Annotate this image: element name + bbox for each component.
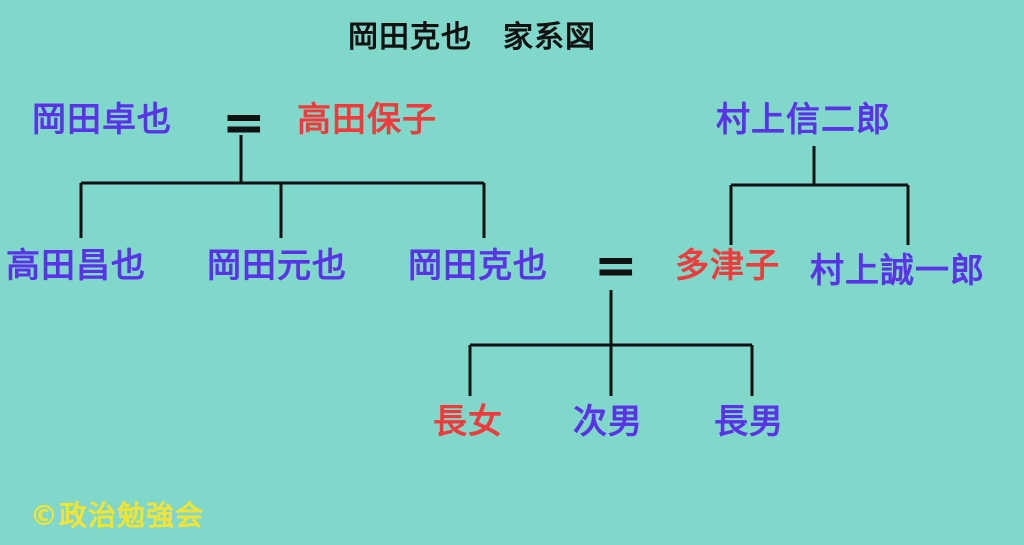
child-second-son: 次男 [573, 402, 643, 442]
marriage-symbol: = [594, 236, 639, 296]
person-okada-motoya: 岡田元也 [207, 246, 347, 286]
person-okada-takuya: 岡田卓也 [32, 100, 172, 140]
person-takada-yasuko: 高田保子 [297, 100, 437, 140]
person-murakami-shinjiro: 村上信二郎 [716, 100, 891, 140]
person-murakami-seiichiro: 村上誠一郎 [810, 251, 985, 291]
child-eldest-son: 長男 [714, 402, 784, 442]
marriage-symbol: = [222, 93, 267, 153]
person-tatsuko: 多津子 [675, 246, 780, 286]
diagram-title: 岡田克也 家系図 [348, 20, 596, 55]
child-eldest-daughter: 長女 [433, 402, 503, 442]
person-okada-katsuya: 岡田克也 [408, 246, 548, 286]
credit-watermark: ©政治勉強会 [30, 499, 205, 532]
person-takada-masaya: 高田昌也 [6, 246, 146, 286]
